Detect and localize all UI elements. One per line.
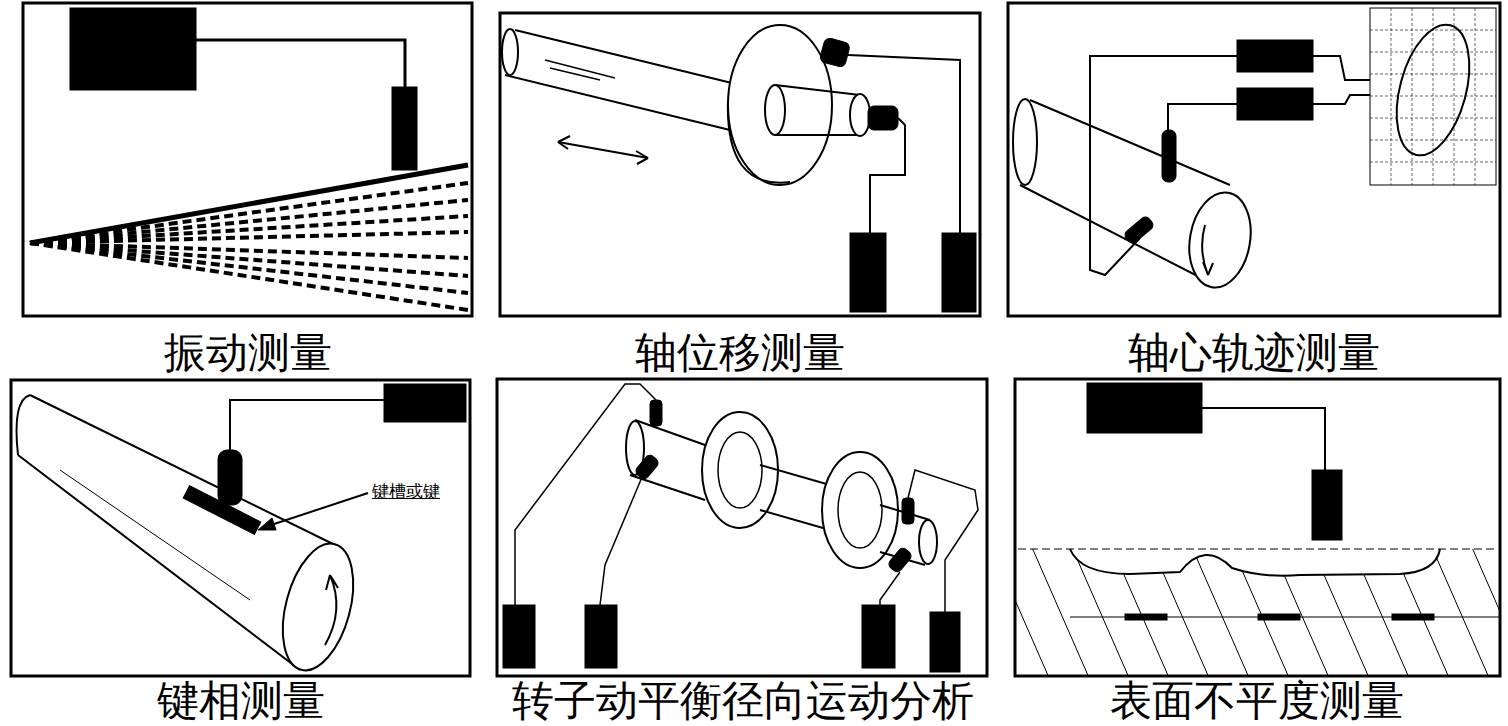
callout-label: 键槽或键 bbox=[370, 480, 442, 502]
panel: 转子动平衡径向运动分析 bbox=[490, 378, 995, 726]
panel: 键相测量 bbox=[6, 378, 476, 726]
panel: 表面不平度测量 bbox=[1010, 378, 1504, 726]
panel-caption: 表面不平度测量 bbox=[1010, 676, 1504, 726]
panel-caption: 转子动平衡径向运动分析 bbox=[490, 676, 995, 726]
panel-caption: 轴位移测量 bbox=[490, 328, 990, 378]
panel-caption: 振动测量 bbox=[10, 328, 486, 378]
panel: 轴位移测量 bbox=[490, 2, 990, 378]
panel: 振动测量 bbox=[10, 2, 486, 378]
panel: 轴心轨迹测量 bbox=[1004, 2, 1504, 378]
panel-caption: 轴心轨迹测量 bbox=[1004, 328, 1504, 378]
panel-caption: 键相测量 bbox=[6, 676, 476, 726]
